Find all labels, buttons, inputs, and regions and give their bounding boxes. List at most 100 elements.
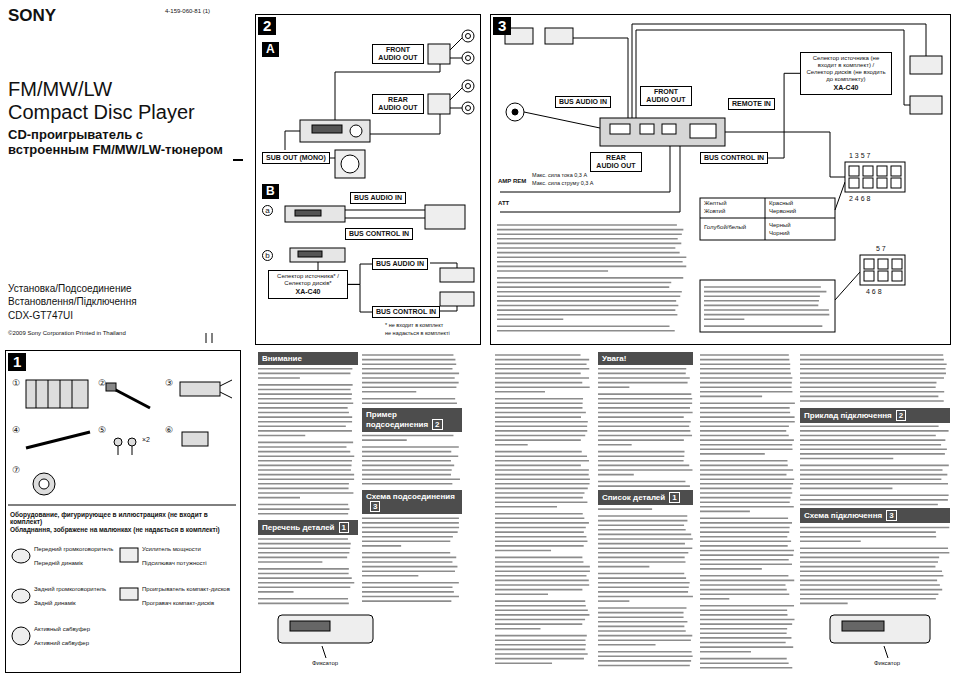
text-line: [700, 363, 790, 365]
text-line: [497, 252, 680, 254]
speaker: [462, 28, 942, 114]
wire: [285, 24, 926, 311]
callout-letter: b: [262, 250, 273, 261]
text-line: [700, 402, 795, 404]
text-line: [800, 593, 938, 595]
faceplate: [842, 621, 884, 631]
connector: [849, 166, 859, 176]
text-line: [700, 642, 786, 644]
text-line: [495, 605, 586, 607]
faceplate: [830, 615, 930, 643]
text-line: [258, 384, 353, 386]
note: Макс. сила струму 0,3 A: [532, 180, 594, 186]
text-line: [258, 582, 354, 584]
text-line: [598, 529, 686, 531]
part-drawing: [114, 438, 122, 446]
text-line: [362, 540, 450, 542]
part-drawing: [180, 382, 220, 396]
speaker: [466, 84, 471, 89]
text-line: [598, 651, 692, 653]
head-unit: [295, 210, 321, 216]
subwoofer: [335, 150, 365, 178]
text-line: [704, 286, 821, 288]
text-line: [495, 488, 588, 490]
text-line: [800, 598, 936, 600]
text-line: [258, 469, 351, 471]
part-drawing: [48, 380, 49, 408]
text-line: [495, 658, 584, 660]
text-line: [598, 621, 687, 623]
text-line: [598, 402, 692, 404]
text-line: [704, 325, 822, 327]
text-line: [258, 377, 300, 379]
text-line: [598, 644, 656, 646]
faceplate: [290, 621, 330, 631]
text-line: [800, 373, 946, 375]
text-line: [598, 566, 649, 568]
text-line: [362, 363, 456, 365]
text-line: [497, 277, 683, 279]
text-line: [800, 396, 938, 398]
part-name: Фиксатор: [312, 660, 338, 667]
text-line: [800, 439, 945, 441]
box-subtext: 2: [896, 410, 906, 421]
text-line: [362, 354, 453, 356]
text-line: [495, 584, 589, 586]
text-line: [800, 580, 937, 582]
text-line: [700, 527, 790, 529]
text-line: [700, 396, 762, 398]
text-line: [495, 522, 589, 524]
text-line: [258, 425, 346, 427]
part-drawing: [12, 589, 30, 603]
speaker: [462, 30, 474, 42]
text-line: [495, 430, 587, 432]
part-drawing: [112, 388, 150, 408]
section-heading: Пример подсоединения2: [362, 408, 462, 432]
text-line: [495, 531, 584, 533]
text-line: [598, 460, 684, 462]
connector-label: BUS AUDIO IN: [372, 258, 428, 270]
text-line: [495, 444, 528, 446]
connector: [860, 255, 905, 285]
text-line: [800, 499, 948, 501]
text-line: [362, 359, 455, 361]
text-line: [598, 639, 691, 641]
text-line: [362, 391, 416, 393]
cable-connector: [768, 73, 800, 158]
text-line: [362, 600, 451, 602]
text-line: [598, 534, 691, 536]
speaker: [466, 106, 471, 111]
text-line: [495, 465, 581, 467]
callout-number: ①: [12, 378, 20, 388]
text-line: [258, 598, 348, 600]
text-line: [495, 416, 581, 418]
quantity: ×2: [142, 436, 150, 444]
text-line: [800, 570, 942, 572]
table-grid: [765, 198, 766, 240]
text-line: [598, 582, 690, 584]
text-line: [495, 540, 587, 542]
connector: [863, 178, 873, 188]
text-line: [800, 483, 948, 485]
text-line: [258, 402, 353, 404]
text-line: [258, 508, 349, 510]
text-line: [258, 421, 352, 423]
cable-connector: [348, 284, 372, 312]
text-line: [700, 354, 789, 356]
text-line: [497, 282, 671, 284]
separator: [212, 333, 213, 343]
text-line: [800, 552, 949, 554]
connector-label: BUS CONTROL IN: [700, 152, 768, 164]
text-line: [362, 591, 454, 593]
wire: [345, 210, 425, 211]
text-line: [258, 557, 347, 559]
leader-line: [322, 646, 888, 658]
text-line: [700, 435, 789, 437]
box-text: Увага!: [602, 354, 626, 363]
separator: [8, 160, 243, 505]
head-unit: [285, 118, 725, 262]
wire: [632, 24, 926, 118]
amplifier: [425, 205, 465, 229]
text-line: [704, 295, 820, 297]
head-unit: [298, 251, 322, 257]
